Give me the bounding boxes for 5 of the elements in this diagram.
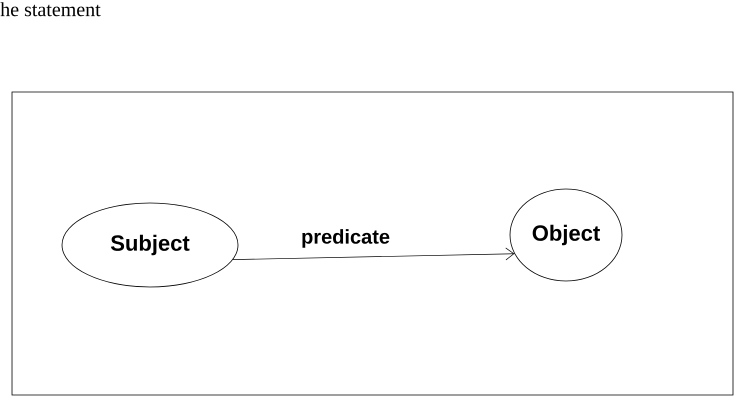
ellipse-node: Subject [62,202,238,288]
ellipse-node: Object [510,188,622,282]
arrow [232,248,514,260]
edge-label: predicate [302,229,390,248]
caption-text: he statement [0,2,101,16]
